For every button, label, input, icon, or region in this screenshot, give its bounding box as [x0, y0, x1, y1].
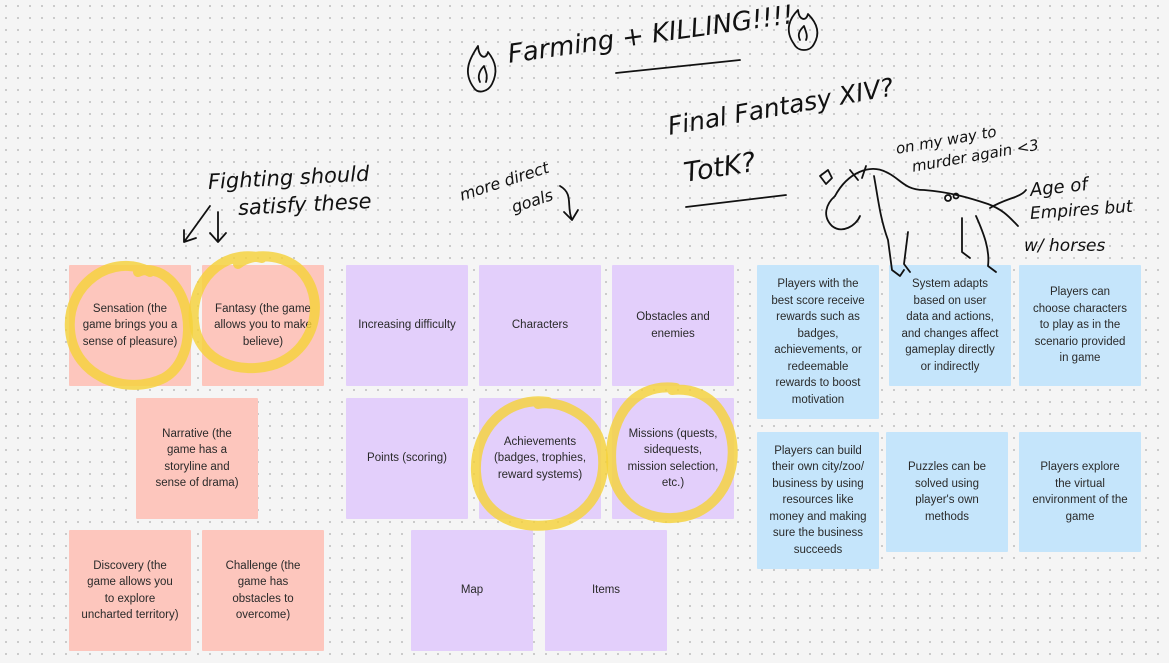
sticky-points[interactable]: Points (scoring)	[346, 398, 468, 519]
annotation-murder-line-1: on my way to	[894, 122, 998, 158]
sticky-fantasy[interactable]: Fantasy (the game allows you to make bel…	[202, 265, 324, 386]
sticky-players-best-score[interactable]: Players with the best score receive rewa…	[757, 265, 879, 419]
annotation-direct-goals-line-2: goals	[509, 185, 556, 217]
sticky-sensation[interactable]: Sensation (the game brings you a sense o…	[69, 265, 191, 386]
sticky-narrative[interactable]: Narrative (the game has a storyline and …	[136, 398, 258, 519]
sticky-challenge-text: Challenge (the game has obstacles to ove…	[225, 559, 301, 622]
sticky-narrative-text: Narrative (the game has a storyline and …	[155, 427, 239, 490]
annotation-fighting-line-1: Fighting should	[207, 161, 370, 194]
sticky-build-city-text: Players can build their own city/zoo/ bu…	[769, 444, 867, 556]
flame-icon	[466, 45, 497, 93]
sticky-characters-text: Characters	[511, 319, 569, 332]
horse-doodle	[819, 165, 1027, 277]
sticky-puzzles-text: Puzzles can be solved using player's own…	[908, 461, 986, 523]
annotation-age-of-empires-line-1: Age of	[1028, 174, 1089, 201]
arrow-icon	[559, 185, 579, 221]
annotation-age-of-empires-line-2: Empires but	[1029, 196, 1134, 224]
sticky-fantasy-text: Fantasy (the game allows you to make bel…	[214, 302, 312, 348]
flame-icon	[787, 9, 819, 51]
sticky-build-city[interactable]: Players can build their own city/zoo/ bu…	[757, 432, 879, 569]
sticky-system-adapts-text: System adapts based on user data and act…	[901, 278, 999, 373]
sticky-discovery[interactable]: Discovery (the game allows you to explor…	[69, 530, 191, 651]
sticky-achievements[interactable]: Achievements (badges, trophies, reward s…	[479, 398, 601, 519]
sticky-discovery-text: Discovery (the game allows you to explor…	[81, 559, 179, 622]
sticky-achievements-text: Achievements (badges, trophies, reward s…	[493, 435, 587, 481]
sticky-increasing-difficulty[interactable]: Increasing difficulty	[346, 265, 468, 386]
annotation-final-fantasy: Final Fantasy XIV?	[665, 72, 896, 141]
sticky-puzzles[interactable]: Puzzles can be solved using player's own…	[886, 432, 1008, 552]
sticky-obstacles[interactable]: Obstacles and enemies	[612, 265, 734, 386]
arrow-icon	[209, 211, 227, 243]
sticky-characters[interactable]: Characters	[479, 265, 601, 386]
sticky-missions-text: Missions (quests, sidequests, mission se…	[627, 427, 719, 490]
sticky-map-text: Map	[460, 584, 484, 597]
sticky-map[interactable]: Map	[411, 530, 533, 651]
arrow-icon	[183, 205, 211, 243]
sticky-challenge[interactable]: Challenge (the game has obstacles to ove…	[202, 530, 324, 651]
sticky-players-best-score-text: Players with the best score receive rewa…	[771, 278, 865, 406]
sticky-choose-characters-text: Players can choose characters to play as…	[1033, 286, 1127, 365]
sticky-items-text: Items	[591, 584, 621, 597]
sticky-obstacles-text: Obstacles and enemies	[636, 311, 710, 340]
sticky-system-adapts[interactable]: System adapts based on user data and act…	[889, 265, 1011, 386]
annotation-title: Farming + KILLING!!!!	[505, 0, 796, 70]
sticky-explore[interactable]: Players explore the virtual environment …	[1019, 432, 1141, 552]
sticky-sensation-text: Sensation (the game brings you a sense o…	[82, 302, 178, 348]
sticky-points-text: Points (scoring)	[367, 452, 447, 465]
annotation-totk: TotK?	[681, 146, 758, 189]
sticky-items[interactable]: Items	[545, 530, 667, 651]
annotation-fighting-line-2: satisfy these	[237, 189, 373, 220]
annotation-murder-line-2: murder again <3	[910, 135, 1041, 176]
sticky-missions[interactable]: Missions (quests, sidequests, mission se…	[612, 398, 734, 519]
annotation-age-of-empires-line-3: w/ horses	[1024, 236, 1106, 256]
sticky-increasing-difficulty-text: Increasing difficulty	[358, 319, 456, 332]
sticky-choose-characters[interactable]: Players can choose characters to play as…	[1019, 265, 1141, 386]
annotation-direct-goals-line-1: more direct	[457, 157, 552, 205]
sticky-explore-text: Players explore the virtual environment …	[1032, 461, 1128, 523]
